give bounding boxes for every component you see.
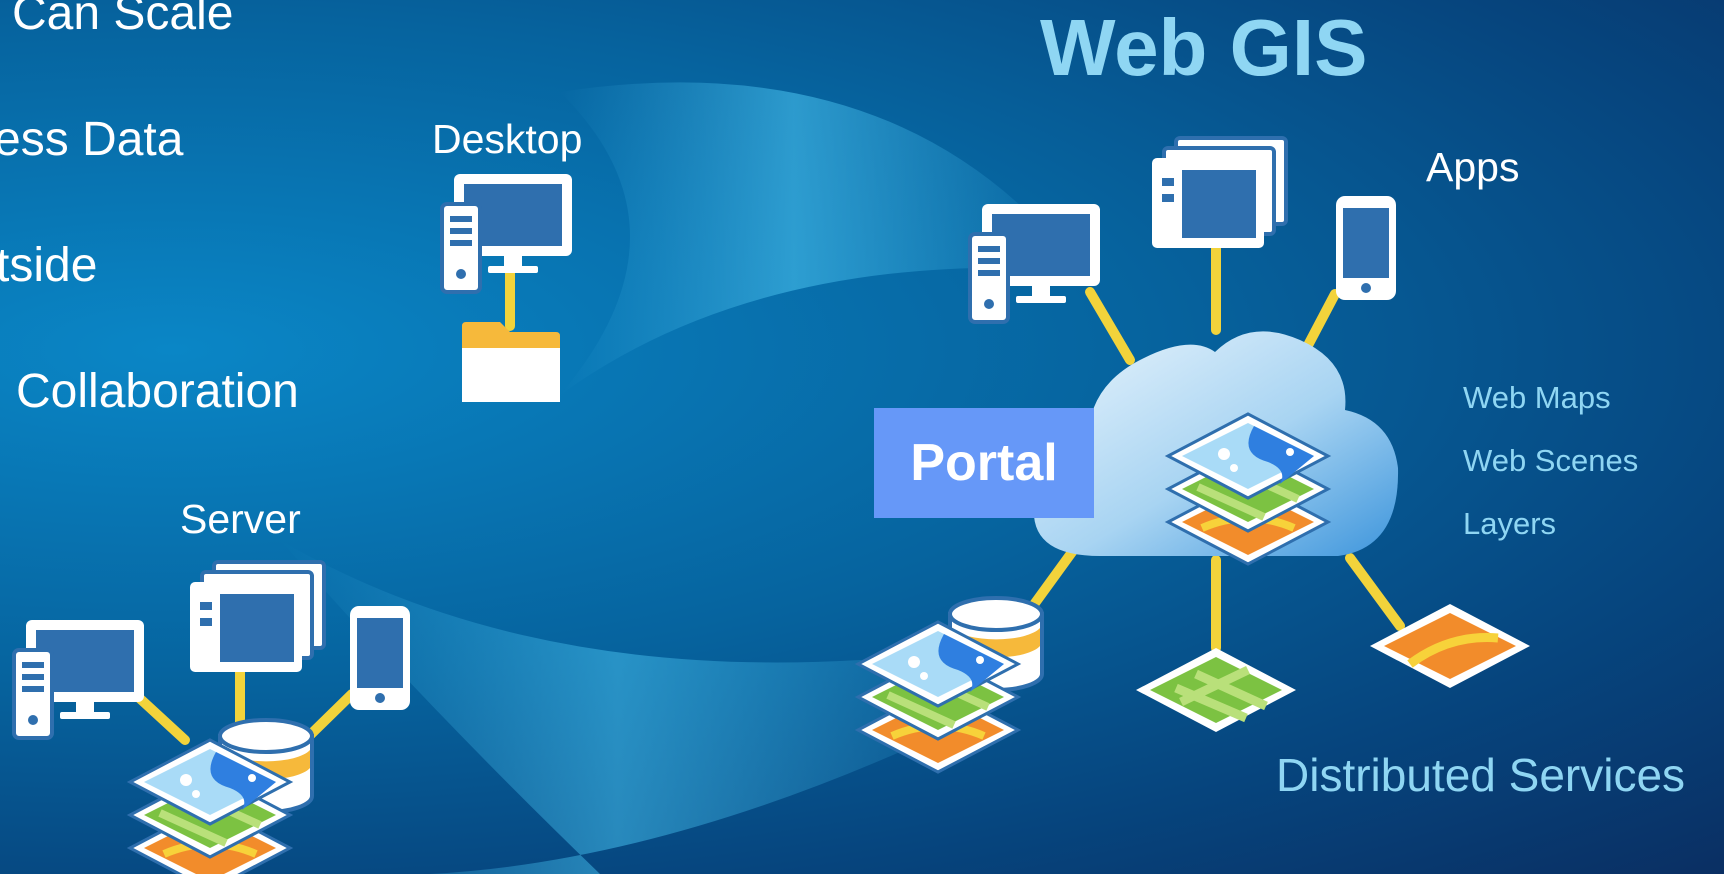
server-browser-icon	[188, 560, 326, 674]
left-item-1: Can Scale	[12, 0, 234, 40]
page-title: Web GIS	[1040, 3, 1368, 92]
browser-window-icon	[1150, 136, 1288, 250]
connector-cloud-stack	[1025, 543, 1080, 615]
desktop-label: Desktop	[432, 116, 583, 162]
content-type-web-scenes: Web Scenes	[1463, 443, 1639, 478]
portal-label: Portal	[910, 434, 1058, 492]
connector-cloud-tile-orange	[1345, 553, 1405, 631]
map-tile-green-icon	[1136, 648, 1296, 732]
swoosh-bottom	[280, 540, 1030, 874]
connector-server-desktop	[130, 689, 190, 745]
phone-icon	[1336, 196, 1396, 300]
server-desktop-icon	[12, 618, 146, 740]
distributed-services-label: Distributed Services	[1276, 749, 1686, 801]
folder-icon	[462, 322, 560, 402]
left-item-3: tside	[0, 239, 98, 292]
left-item-2: ess Data	[0, 113, 184, 166]
left-item-4: Collaboration	[16, 365, 299, 418]
portal-box: Portal	[874, 408, 1094, 518]
content-type-web-maps: Web Maps	[1463, 380, 1611, 415]
webgis-desktop-icon	[968, 202, 1102, 324]
server-phone-icon	[350, 606, 410, 710]
apps-label: Apps	[1426, 144, 1520, 190]
swoosh-top	[560, 82, 1080, 395]
connector-desktop-cloud	[1085, 287, 1135, 365]
content-type-layers: Layers	[1463, 506, 1557, 541]
server-label: Server	[180, 496, 301, 542]
